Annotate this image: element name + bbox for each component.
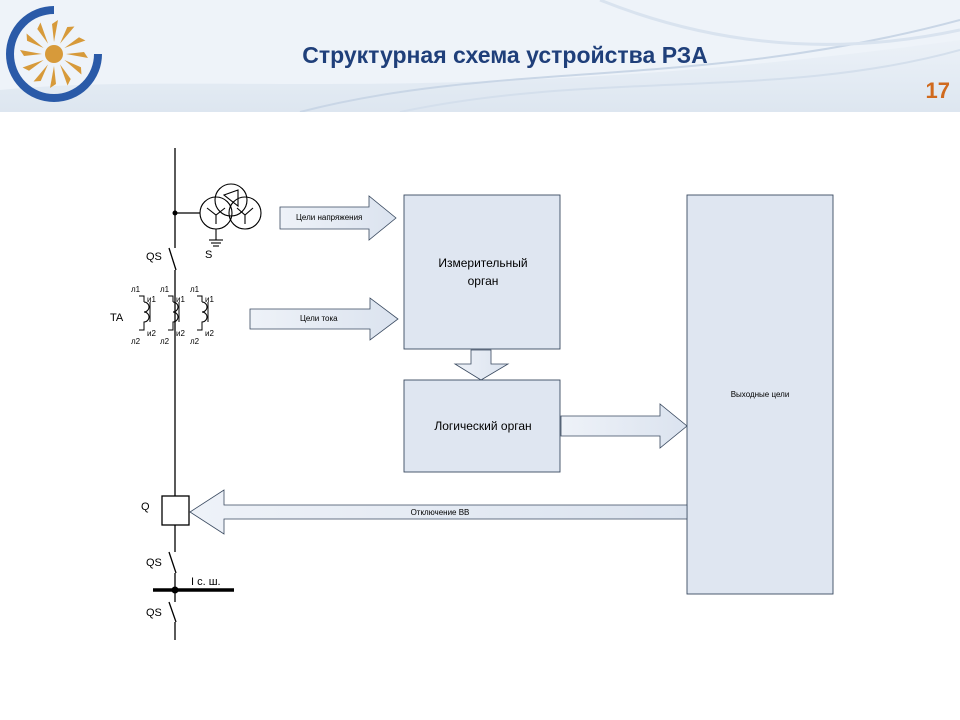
output-circuits-label: Выходные цели bbox=[731, 390, 790, 399]
qs-mid-blade bbox=[168, 551, 177, 574]
measuring-to-logic-arrow bbox=[453, 349, 510, 381]
measuring-organ-block bbox=[403, 194, 561, 350]
logic-to-output-arrow bbox=[560, 403, 688, 449]
page-title: Структурная схема устройства РЗА bbox=[302, 42, 708, 68]
ct1-i2: и2 bbox=[147, 329, 156, 338]
label-qs-mid: QS bbox=[146, 557, 162, 569]
qs-bottom-blade bbox=[168, 601, 177, 623]
ct2-i1: и1 bbox=[176, 295, 185, 304]
label-s: S bbox=[205, 249, 212, 261]
current-circuits-arrow bbox=[249, 297, 399, 341]
ct2-i2: и2 bbox=[176, 329, 185, 338]
label-q: Q bbox=[141, 501, 150, 513]
tap-node bbox=[172, 210, 178, 216]
ct3-i1: и1 bbox=[205, 295, 214, 304]
page-number: 17 bbox=[925, 78, 950, 103]
trip-breaker-label: Отключение ВВ bbox=[411, 508, 470, 517]
header-waves bbox=[0, 0, 960, 112]
voltage-transformer-symbol bbox=[199, 183, 262, 247]
label-ta: TA bbox=[110, 312, 124, 324]
logic-organ-label: Логический орган bbox=[434, 419, 531, 433]
ct3-l2: л2 bbox=[190, 337, 200, 346]
qs-top-blade bbox=[168, 247, 177, 271]
breaker-q bbox=[161, 495, 190, 526]
company-logo bbox=[6, 6, 102, 102]
ct2-l1: л1 bbox=[160, 285, 170, 294]
bus-node bbox=[171, 586, 179, 594]
ct1-i1: и1 bbox=[147, 295, 156, 304]
voltage-circuits-arrow bbox=[279, 195, 397, 241]
ct3-l1: л1 bbox=[190, 285, 200, 294]
current-transformers bbox=[139, 295, 209, 331]
ct1-l2: л2 bbox=[131, 337, 141, 346]
logic-organ-block bbox=[403, 379, 561, 473]
output-circuits-block bbox=[686, 194, 834, 595]
voltage-circuits-label: Цели напряжения bbox=[296, 213, 362, 222]
trip-breaker-arrow bbox=[189, 489, 688, 535]
label-busbar: I с. ш. bbox=[191, 576, 221, 588]
label-qs-bottom: QS bbox=[146, 607, 162, 619]
ct2-l2: л2 bbox=[160, 337, 170, 346]
measuring-organ-label-line2: орган bbox=[468, 274, 499, 288]
measuring-organ-label-line1: Измерительный bbox=[438, 256, 527, 270]
ct-terminal-labels: л1 и1 и2 л2 л1 и1 и2 л2 л1 и1 и2 л2 bbox=[131, 285, 214, 346]
label-qs-top: QS bbox=[146, 251, 162, 263]
header-band: Структурная схема устройства РЗА 17 bbox=[0, 0, 960, 112]
current-circuits-label: Цели тока bbox=[300, 314, 338, 323]
ct1-l1: л1 bbox=[131, 285, 141, 294]
ct3-i2: и2 bbox=[205, 329, 214, 338]
